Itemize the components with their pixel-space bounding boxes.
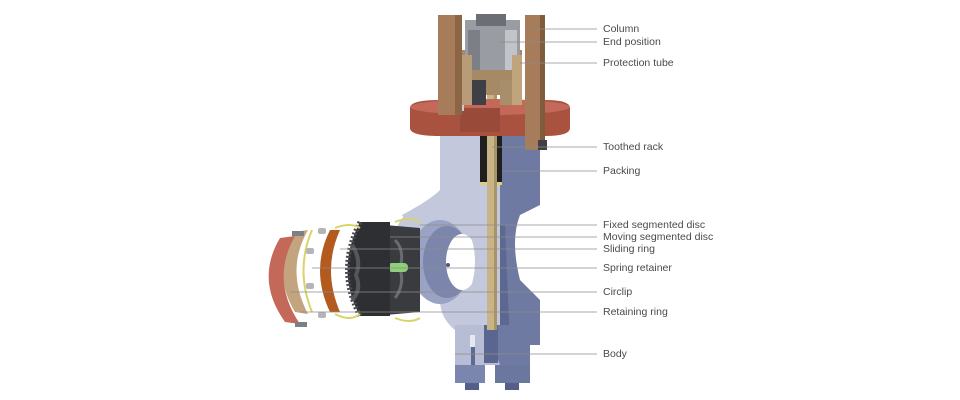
sliding-ring-part xyxy=(320,230,340,312)
label-protection-tube: Protection tube xyxy=(603,57,674,69)
moving-segmented-disc-part xyxy=(347,222,390,316)
valve-body xyxy=(395,132,540,390)
flange xyxy=(410,99,570,136)
label-body: Body xyxy=(603,348,627,360)
label-sliding-ring: Sliding ring xyxy=(603,243,655,255)
columns xyxy=(438,15,547,150)
label-retaining-ring: Retaining ring xyxy=(603,306,668,318)
exploded-parts xyxy=(268,218,421,327)
label-fixed-segmented-disc: Fixed segmented disc xyxy=(603,219,706,231)
label-circlip: Circlip xyxy=(603,286,633,298)
stem xyxy=(487,40,497,330)
label-moving-segmented-disc: Moving segmented disc xyxy=(603,231,714,243)
spring-pin xyxy=(388,263,408,272)
leader-lines xyxy=(290,28,597,355)
label-toothed-rack: Toothed rack xyxy=(603,141,664,153)
bonnet-assembly xyxy=(462,14,522,105)
spring-retainer-part xyxy=(302,229,313,313)
retaining-ring-part xyxy=(282,230,308,314)
circlip-part xyxy=(268,236,300,324)
label-column: Column xyxy=(603,23,640,35)
label-packing: Packing xyxy=(603,165,641,177)
label-end-position: End position xyxy=(603,36,661,48)
label-spring-retainer: Spring retainer xyxy=(603,262,672,274)
